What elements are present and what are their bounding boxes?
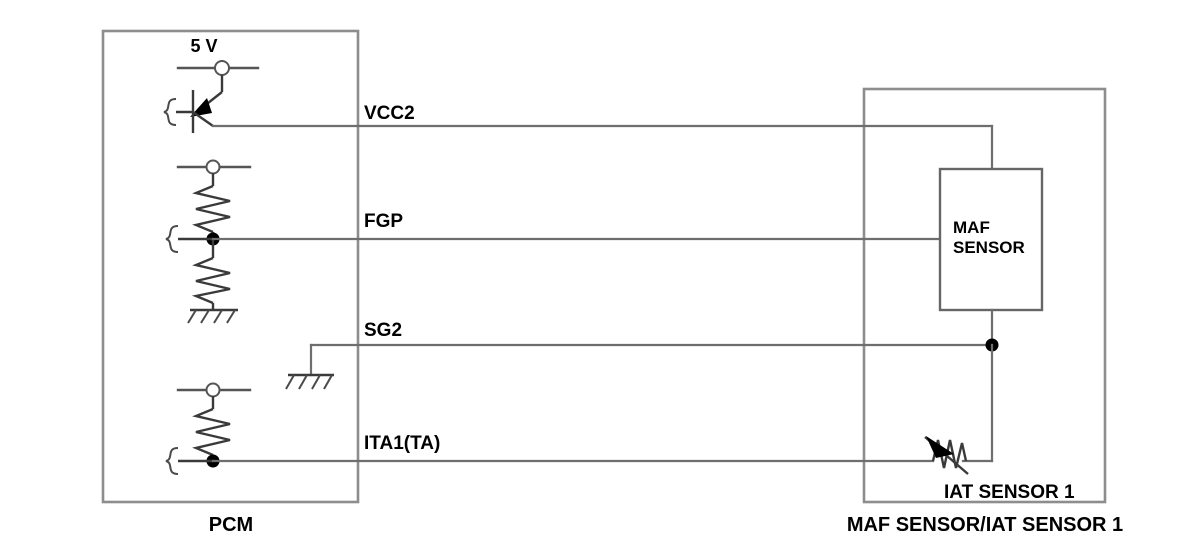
pin-label-fgp: FGP	[364, 211, 403, 232]
fgp-ground-hatch-4	[226, 309, 236, 324]
sg2-ground-hatch-3	[311, 374, 321, 390]
maf-iat-enclosure	[862, 87, 1107, 504]
pcm-connector-squiggle-vcc2	[163, 98, 177, 126]
fgp-supply-terminal-node	[205, 159, 221, 175]
supply-terminal-node	[214, 60, 230, 76]
iat-sensor-label: IAT SENSOR 1	[944, 482, 1075, 503]
maf-iat-caption: MAF SENSOR/IAT SENSOR 1	[847, 514, 1123, 536]
fgp-pulldown-resistor	[191, 256, 231, 305]
sg2-ground-hatch-1	[285, 374, 295, 390]
fgp-pullup-resistor	[192, 184, 231, 234]
fgp-ground-hatch-2	[200, 309, 210, 324]
pcm-enclosure	[101, 29, 360, 504]
iat-thermistor-resistor	[931, 439, 968, 469]
iat-thermistor-arrowhead-icon	[926, 436, 954, 458]
fgp-ground-hatch-1	[187, 309, 197, 324]
pin-label-ita1: ITA1(TA)	[364, 433, 440, 454]
maf-sensor-label-line1: MAF	[953, 218, 990, 237]
transistor-arrow-icon	[190, 98, 212, 117]
pcm-connector-squiggle-ita1	[165, 447, 179, 475]
sg2-ground-hatch-2	[298, 374, 308, 390]
pin-label-sg2: SG2	[364, 320, 402, 341]
pcm-caption: PCM	[209, 514, 253, 536]
ita1-pullup-resistor	[192, 407, 231, 457]
pcm-connector-squiggle-fgp	[165, 225, 179, 253]
fgp-ground-hatch-3	[213, 309, 223, 324]
transistor-emitter-slant	[192, 111, 214, 127]
ita1-supply-terminal-node	[205, 382, 221, 398]
maf-sensor-block	[938, 167, 1044, 312]
maf-sensor-label-line2: SENSOR	[953, 238, 1025, 257]
pin-label-vcc2: VCC2	[364, 103, 415, 124]
supply-voltage-label: 5 V	[190, 36, 217, 56]
sg2-ground-hatch-4	[323, 374, 333, 390]
